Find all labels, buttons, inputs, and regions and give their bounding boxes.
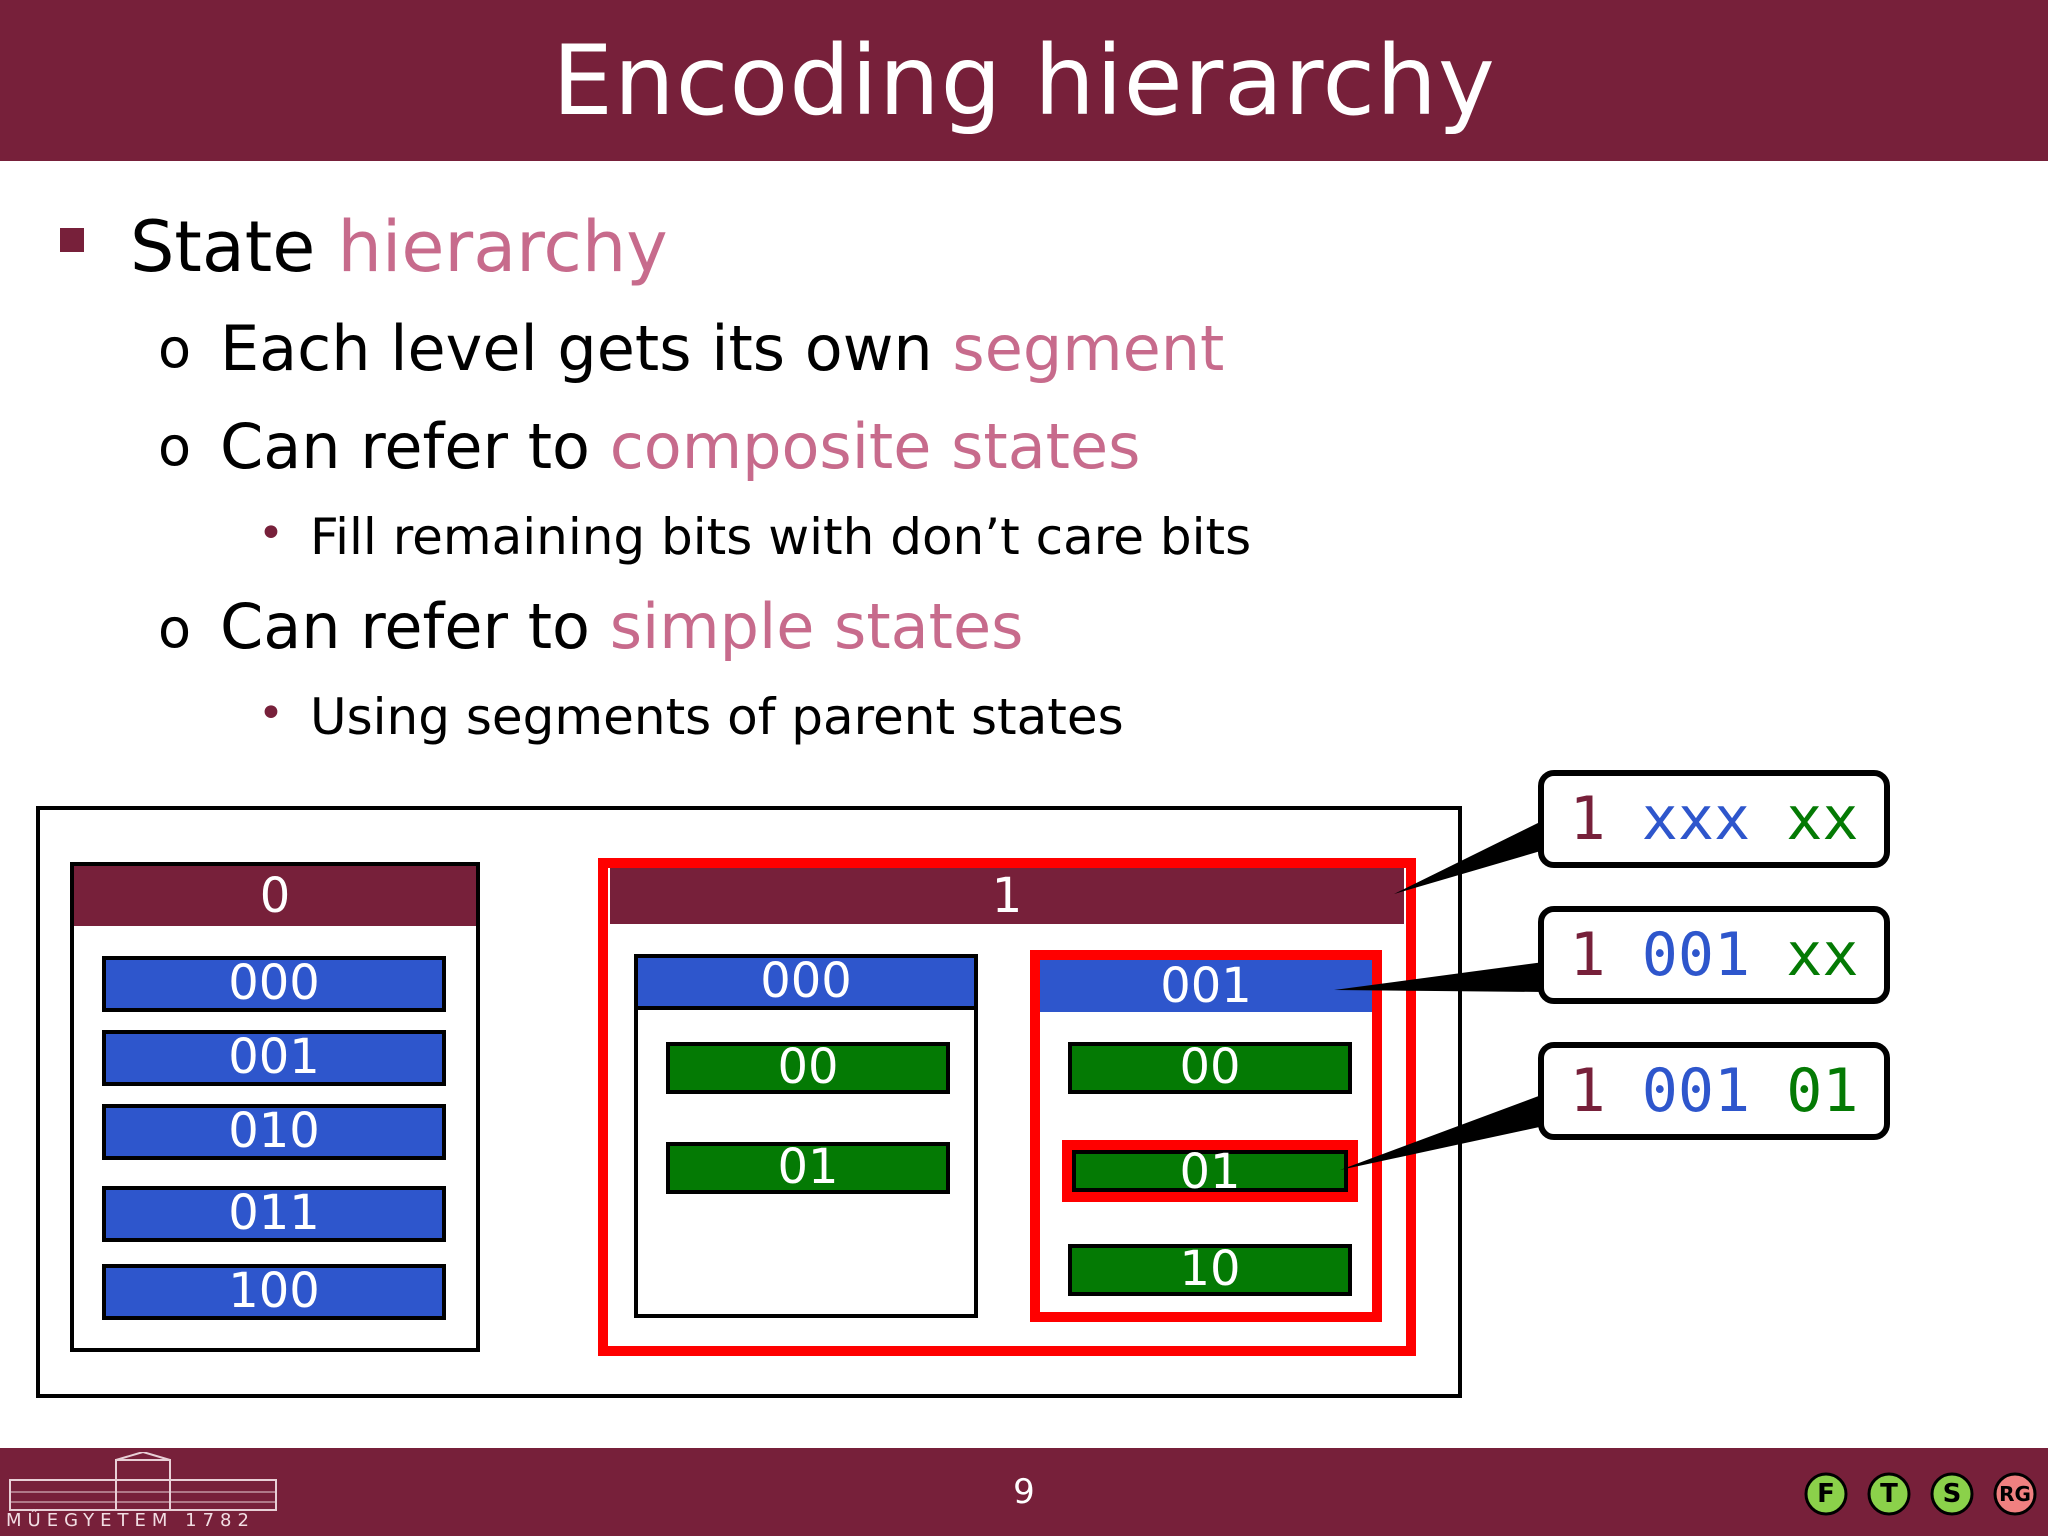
- bullet-state-hierarchy: State hierarchy: [130, 212, 668, 282]
- connector-001: [1334, 962, 1544, 992]
- bullet-dont-care: Fill remaining bits with don’t care bits: [310, 508, 1252, 566]
- connector-01: [1340, 1094, 1544, 1170]
- substate-001-highlight-box: [1030, 950, 1382, 1322]
- bullet-composite-states: Can refer to composite states: [220, 416, 1140, 478]
- state-0-child: 100: [102, 1264, 446, 1320]
- title-bar: Encoding hierarchy: [0, 0, 2048, 161]
- encoding-leaf: xx: [1786, 920, 1859, 990]
- circle-bullet-marker: o: [158, 415, 192, 478]
- circle-bullet-marker: o: [158, 317, 192, 380]
- bullet-text: State: [130, 206, 338, 288]
- ftsrg-circle-rg: [1993, 1472, 2037, 1516]
- bullet-highlight: segment: [952, 312, 1225, 385]
- circle-bullet-marker: o: [158, 597, 192, 660]
- square-bullet-marker: [60, 228, 84, 252]
- ftsrg-circle-s: [1930, 1472, 1974, 1516]
- university-logo: [9, 1452, 277, 1511]
- encoding-leaf: 01: [1786, 1056, 1859, 1126]
- state-0-child: 000: [102, 956, 446, 1012]
- bullet-simple-states: Can refer to simple states: [220, 596, 1023, 658]
- ftsrg-letter-t: T: [1880, 1479, 1898, 1509]
- substate-001-header: 001: [1040, 960, 1372, 1012]
- ftsrg-circle-f: [1804, 1472, 1848, 1516]
- encoding-mid: 001: [1641, 920, 1751, 990]
- bullet-text: Can refer to: [220, 410, 610, 483]
- substate-001-child: 01: [1072, 1148, 1348, 1196]
- state-diagram-frame: [36, 806, 1462, 1398]
- bullet-parent-segments: Using segments of parent states: [310, 688, 1124, 746]
- callout-simple-encoding: 1 001 01: [1538, 1042, 1890, 1140]
- bullet-text: Each level gets its own: [220, 312, 953, 385]
- encoding-root: 1: [1569, 784, 1606, 854]
- substate-000-child: 01: [666, 1142, 950, 1194]
- state-1-highlight-box: [598, 858, 1416, 1356]
- state-1-header: 1: [610, 868, 1404, 924]
- bullet-text: Can refer to: [220, 590, 610, 663]
- ftsrg-circle-t: [1867, 1472, 1911, 1516]
- ftsrg-letter-s: S: [1942, 1479, 1962, 1509]
- state-0-header: 0: [74, 866, 476, 926]
- encoding-mid: 001: [1641, 1056, 1751, 1126]
- state-0-child: 010: [102, 1104, 446, 1160]
- ftsrg-logo: [1804, 1472, 2037, 1516]
- encoding-root: 1: [1569, 920, 1606, 990]
- ftsrg-letter-f: F: [1817, 1479, 1835, 1509]
- substate-001-child: 00: [1068, 1042, 1352, 1094]
- substate-001-child: 10: [1068, 1244, 1352, 1296]
- bullet-highlight: hierarchy: [337, 206, 668, 288]
- dot-bullet-marker: •: [258, 688, 284, 739]
- connector-composite: [1394, 820, 1544, 894]
- encoding-mid: xxx: [1641, 784, 1751, 854]
- state-0-child: 001: [102, 1030, 446, 1086]
- encoding-root: 1: [1569, 1056, 1606, 1126]
- slide-title: Encoding hierarchy: [552, 24, 1496, 137]
- substate-000-header: 000: [634, 954, 978, 1010]
- page-number: 9: [1013, 1472, 1035, 1512]
- dot-bullet-marker: •: [258, 508, 284, 559]
- footer-bar: [0, 1448, 2048, 1536]
- callout-composite-encoding: 1 xxx xx: [1538, 770, 1890, 868]
- callout-substate-encoding: 1 001 xx: [1538, 906, 1890, 1004]
- encoding-leaf: xx: [1786, 784, 1859, 854]
- bullet-highlight: composite states: [609, 410, 1141, 483]
- substate-000-panel: [634, 954, 978, 1318]
- ftsrg-letter-rg: RG: [1999, 1482, 2031, 1506]
- state-0-child: 011: [102, 1186, 446, 1242]
- university-logo-text: MŰEGYETEM 1782: [6, 1510, 255, 1531]
- substate-001-child-highlight: [1062, 1140, 1358, 1202]
- bullet-highlight: simple states: [609, 590, 1024, 663]
- substate-000-child: 00: [666, 1042, 950, 1094]
- bullet-segment: Each level gets its own segment: [220, 318, 1224, 380]
